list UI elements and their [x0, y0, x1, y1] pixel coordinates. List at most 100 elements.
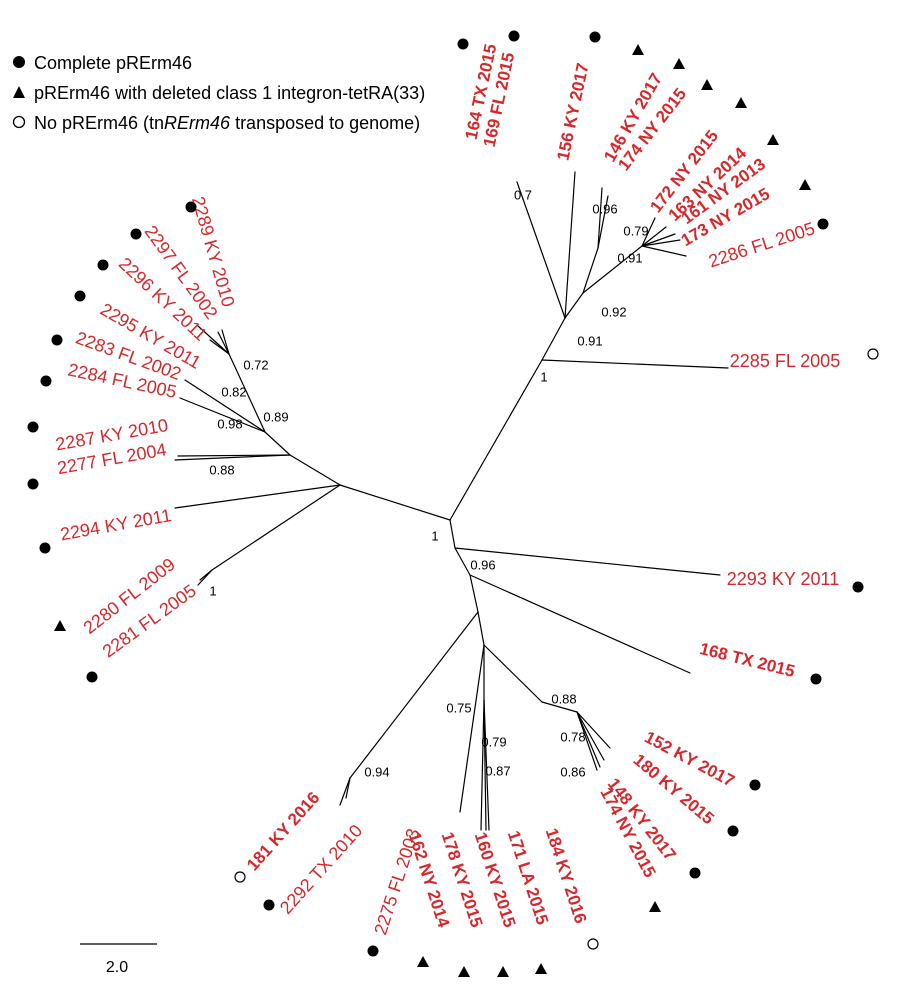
filled-triangle-icon: [12, 83, 34, 104]
support-value: 0.75: [446, 700, 471, 715]
complete-plasmid-circle-icon: [97, 259, 109, 271]
branch-48: [209, 339, 230, 355]
deleted-integron-triangle-icon: [54, 620, 66, 631]
branch-30: [483, 699, 490, 831]
branch-10: [597, 195, 609, 249]
branch-42: [174, 454, 291, 461]
branch-24: [477, 611, 485, 646]
tree-branches: [174, 171, 729, 831]
support-value: 0.91: [577, 333, 602, 348]
legend-deleted-label: pRErm46 with deleted class 1 integron-te…: [34, 82, 426, 103]
support-value: 0.96: [592, 201, 617, 216]
branch-31: [541, 701, 578, 713]
branch-45: [179, 397, 266, 433]
complete-plasmid-circle-icon: [852, 581, 864, 593]
deleted-integron-triangle-icon: [458, 966, 470, 977]
branch-13: [641, 226, 667, 247]
support-value: 0.88: [551, 691, 576, 706]
scale-bar-label: 2.0: [106, 959, 128, 976]
deleted-integron-triangle-icon: [535, 963, 547, 974]
support-value: 0.91: [617, 250, 642, 265]
branch-3: [541, 359, 729, 369]
complete-plasmid-circle-icon: [508, 30, 520, 42]
branch-15: [641, 239, 681, 247]
tip-label: 2285 FL 2005: [730, 351, 840, 371]
complete-plasmid-circle-icon: [51, 334, 63, 346]
branch-12: [641, 217, 656, 247]
branch-50: [221, 329, 230, 355]
branch-41: [177, 454, 291, 457]
support-value: 0.92: [601, 304, 626, 319]
branch-43: [264, 431, 291, 456]
complete-plasmid-circle-icon: [810, 673, 822, 685]
legend-none-italic: RErm46: [164, 112, 231, 133]
no-plasmid-open-circle-icon: [867, 348, 879, 360]
branch-37: [289, 454, 341, 486]
branch-22: [339, 777, 351, 806]
deleted-integron-triangle-icon: [497, 966, 509, 977]
deleted-integron-triangle-icon: [632, 44, 644, 55]
complete-plasmid-circle-icon: [589, 31, 601, 43]
complete-plasmid-circle-icon: [130, 228, 142, 240]
tip-label: 2294 KY 2011: [59, 505, 173, 544]
complete-plasmid-circle-icon: [39, 542, 51, 554]
branch-20: [469, 574, 479, 613]
support-value: 1: [431, 528, 438, 543]
legend: Complete pRErm46 pRErm46 with deleted cl…: [12, 48, 425, 138]
branch-14: [641, 233, 676, 247]
branch-38: [211, 484, 341, 571]
support-value: 0.7: [514, 187, 532, 202]
legend-none-label: No pRErm46 (tnRErm46 transposed to genom…: [34, 113, 420, 134]
tip-label: 2293 KY 2011: [727, 569, 839, 589]
branch-9: [597, 187, 603, 249]
branch-2: [449, 359, 543, 521]
branch-27: [483, 644, 543, 703]
complete-plasmid-circle-icon: [40, 375, 52, 387]
deleted-integron-triangle-icon: [799, 179, 811, 190]
deleted-integron-triangle-icon: [649, 901, 661, 912]
legend-none: No pRErm46 (tnRErm46 transposed to genom…: [12, 108, 425, 138]
branch-25: [459, 644, 485, 813]
branch-35: [576, 711, 598, 771]
branch-33: [576, 711, 605, 761]
complete-plasmid-circle-icon: [27, 421, 39, 433]
support-value: 0.72: [243, 357, 268, 372]
branch-16: [641, 245, 687, 257]
branch-44: [184, 379, 266, 433]
branch-4: [541, 317, 566, 361]
support-values: 0.70.960.790.910.920.9110.720.820.890.98…: [209, 187, 648, 779]
support-value: 0.82: [221, 384, 246, 399]
complete-plasmid-circle-icon: [27, 478, 39, 490]
branch-5: [516, 181, 566, 319]
branch-21: [349, 611, 479, 779]
branch-47: [197, 325, 230, 355]
legend-none-prefix: No pRErm46 (tn: [34, 112, 165, 133]
tip-markers: [27, 30, 879, 977]
tip-label: 156 KY 2017: [553, 61, 592, 162]
tip-label: 168 TX 2015: [698, 639, 797, 681]
legend-deleted: pRErm46 with deleted class 1 integron-te…: [12, 78, 425, 108]
support-value: 0.87: [485, 763, 510, 778]
branch-18: [454, 547, 471, 576]
deleted-integron-triangle-icon: [735, 97, 747, 108]
branch-8: [582, 247, 599, 294]
legend-none-suffix: transposed to genome): [230, 112, 421, 133]
branch-19: [469, 574, 691, 674]
complete-plasmid-circle-icon: [689, 867, 701, 879]
support-value: 0.96: [470, 557, 495, 572]
support-value: 0.79: [481, 734, 506, 749]
complete-plasmid-circle-icon: [457, 38, 469, 50]
branch-6: [564, 171, 576, 319]
branch-32: [576, 711, 611, 749]
tip-label: 2275 FL 2003: [370, 826, 423, 937]
branch-1: [339, 484, 451, 521]
branch-7: [564, 292, 584, 319]
support-value: 0.79: [623, 223, 648, 238]
support-value: 0.98: [217, 416, 242, 431]
branch-46: [228, 353, 266, 433]
branch-0: [449, 519, 456, 549]
filled-circle-icon: [12, 53, 34, 74]
complete-plasmid-circle-icon: [74, 290, 86, 302]
